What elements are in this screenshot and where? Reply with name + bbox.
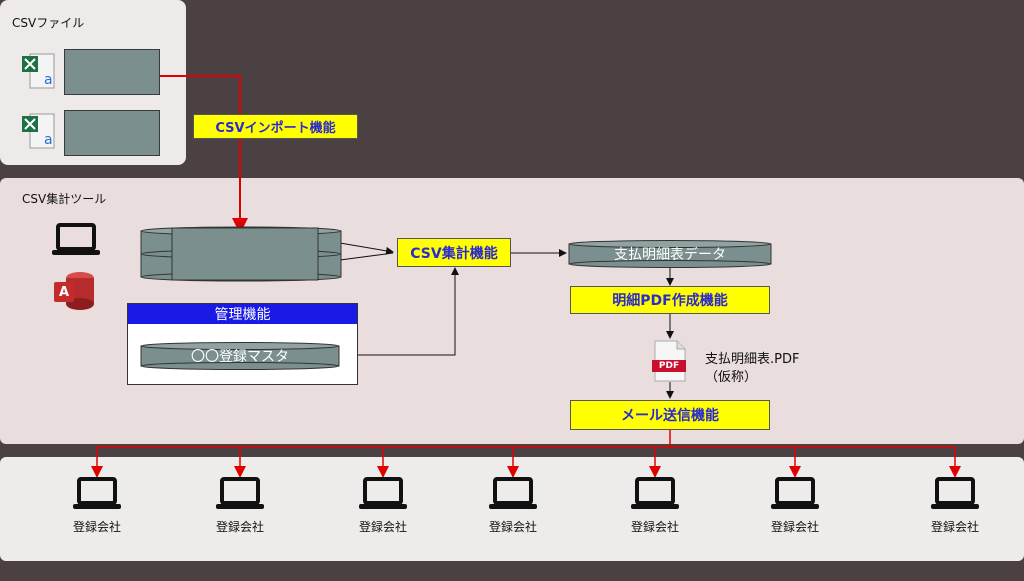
csv-file-title: CSVファイル bbox=[12, 16, 85, 30]
laptop-icon bbox=[771, 477, 819, 509]
laptop-icon bbox=[631, 477, 679, 509]
company-node: 登録会社 bbox=[473, 476, 553, 535]
company-node: 登録会社 bbox=[915, 476, 995, 535]
company-node: 登録会社 bbox=[755, 476, 835, 535]
master-label: 〇〇登録マスタ bbox=[191, 349, 289, 365]
csv-data-database bbox=[140, 226, 342, 282]
svg-text:a: a bbox=[44, 72, 53, 88]
company-label: 登録会社 bbox=[72, 520, 121, 534]
pdf-file-name: 支払明細表.PDF bbox=[705, 352, 800, 367]
csv-import-function: CSVインポート機能 bbox=[193, 114, 358, 139]
management-title: 管理機能 bbox=[128, 304, 357, 324]
laptop-icon bbox=[359, 477, 407, 509]
company-node: 登録会社 bbox=[57, 476, 137, 535]
company-label: 登録会社 bbox=[930, 520, 979, 534]
mail-send-function: メール送信機能 bbox=[570, 400, 770, 430]
excel-file-icon: a bbox=[20, 52, 56, 92]
company-label: 登録会社 bbox=[630, 520, 679, 534]
csv-aggregate-function: CSV集計機能 bbox=[397, 238, 511, 267]
payment-data-label: 支払明細表データ bbox=[614, 247, 726, 263]
laptop-icon bbox=[931, 477, 979, 509]
csv-tool-title: CSV集計ツール bbox=[22, 192, 107, 206]
laptop-icon bbox=[489, 477, 537, 509]
pdf-file-note: （仮称） bbox=[705, 370, 758, 385]
company-label: 登録会社 bbox=[215, 520, 264, 534]
csv-file-thumbnail bbox=[64, 49, 160, 95]
excel-file-icon: a bbox=[20, 112, 56, 152]
master-database: 〇〇登録マスタ bbox=[140, 342, 340, 370]
company-label: 登録会社 bbox=[358, 520, 407, 534]
laptop-icon bbox=[73, 477, 121, 509]
pdf-badge: PDF bbox=[658, 361, 680, 371]
access-letter: A bbox=[58, 284, 70, 300]
company-node: 登録会社 bbox=[343, 476, 423, 535]
access-database-icon: A bbox=[50, 270, 96, 312]
company-node: 登録会社 bbox=[200, 476, 280, 535]
pdf-file-icon: PDF bbox=[651, 340, 689, 382]
svg-text:a: a bbox=[44, 132, 53, 148]
csv-file-thumbnail bbox=[64, 110, 160, 156]
payment-data-database: 支払明細表データ bbox=[568, 240, 772, 268]
laptop-icon bbox=[50, 222, 102, 258]
company-label: 登録会社 bbox=[770, 520, 819, 534]
pdf-create-function: 明細PDF作成機能 bbox=[570, 286, 770, 314]
laptop-icon bbox=[216, 477, 264, 509]
company-node: 登録会社 bbox=[615, 476, 695, 535]
company-label: 登録会社 bbox=[488, 520, 537, 534]
